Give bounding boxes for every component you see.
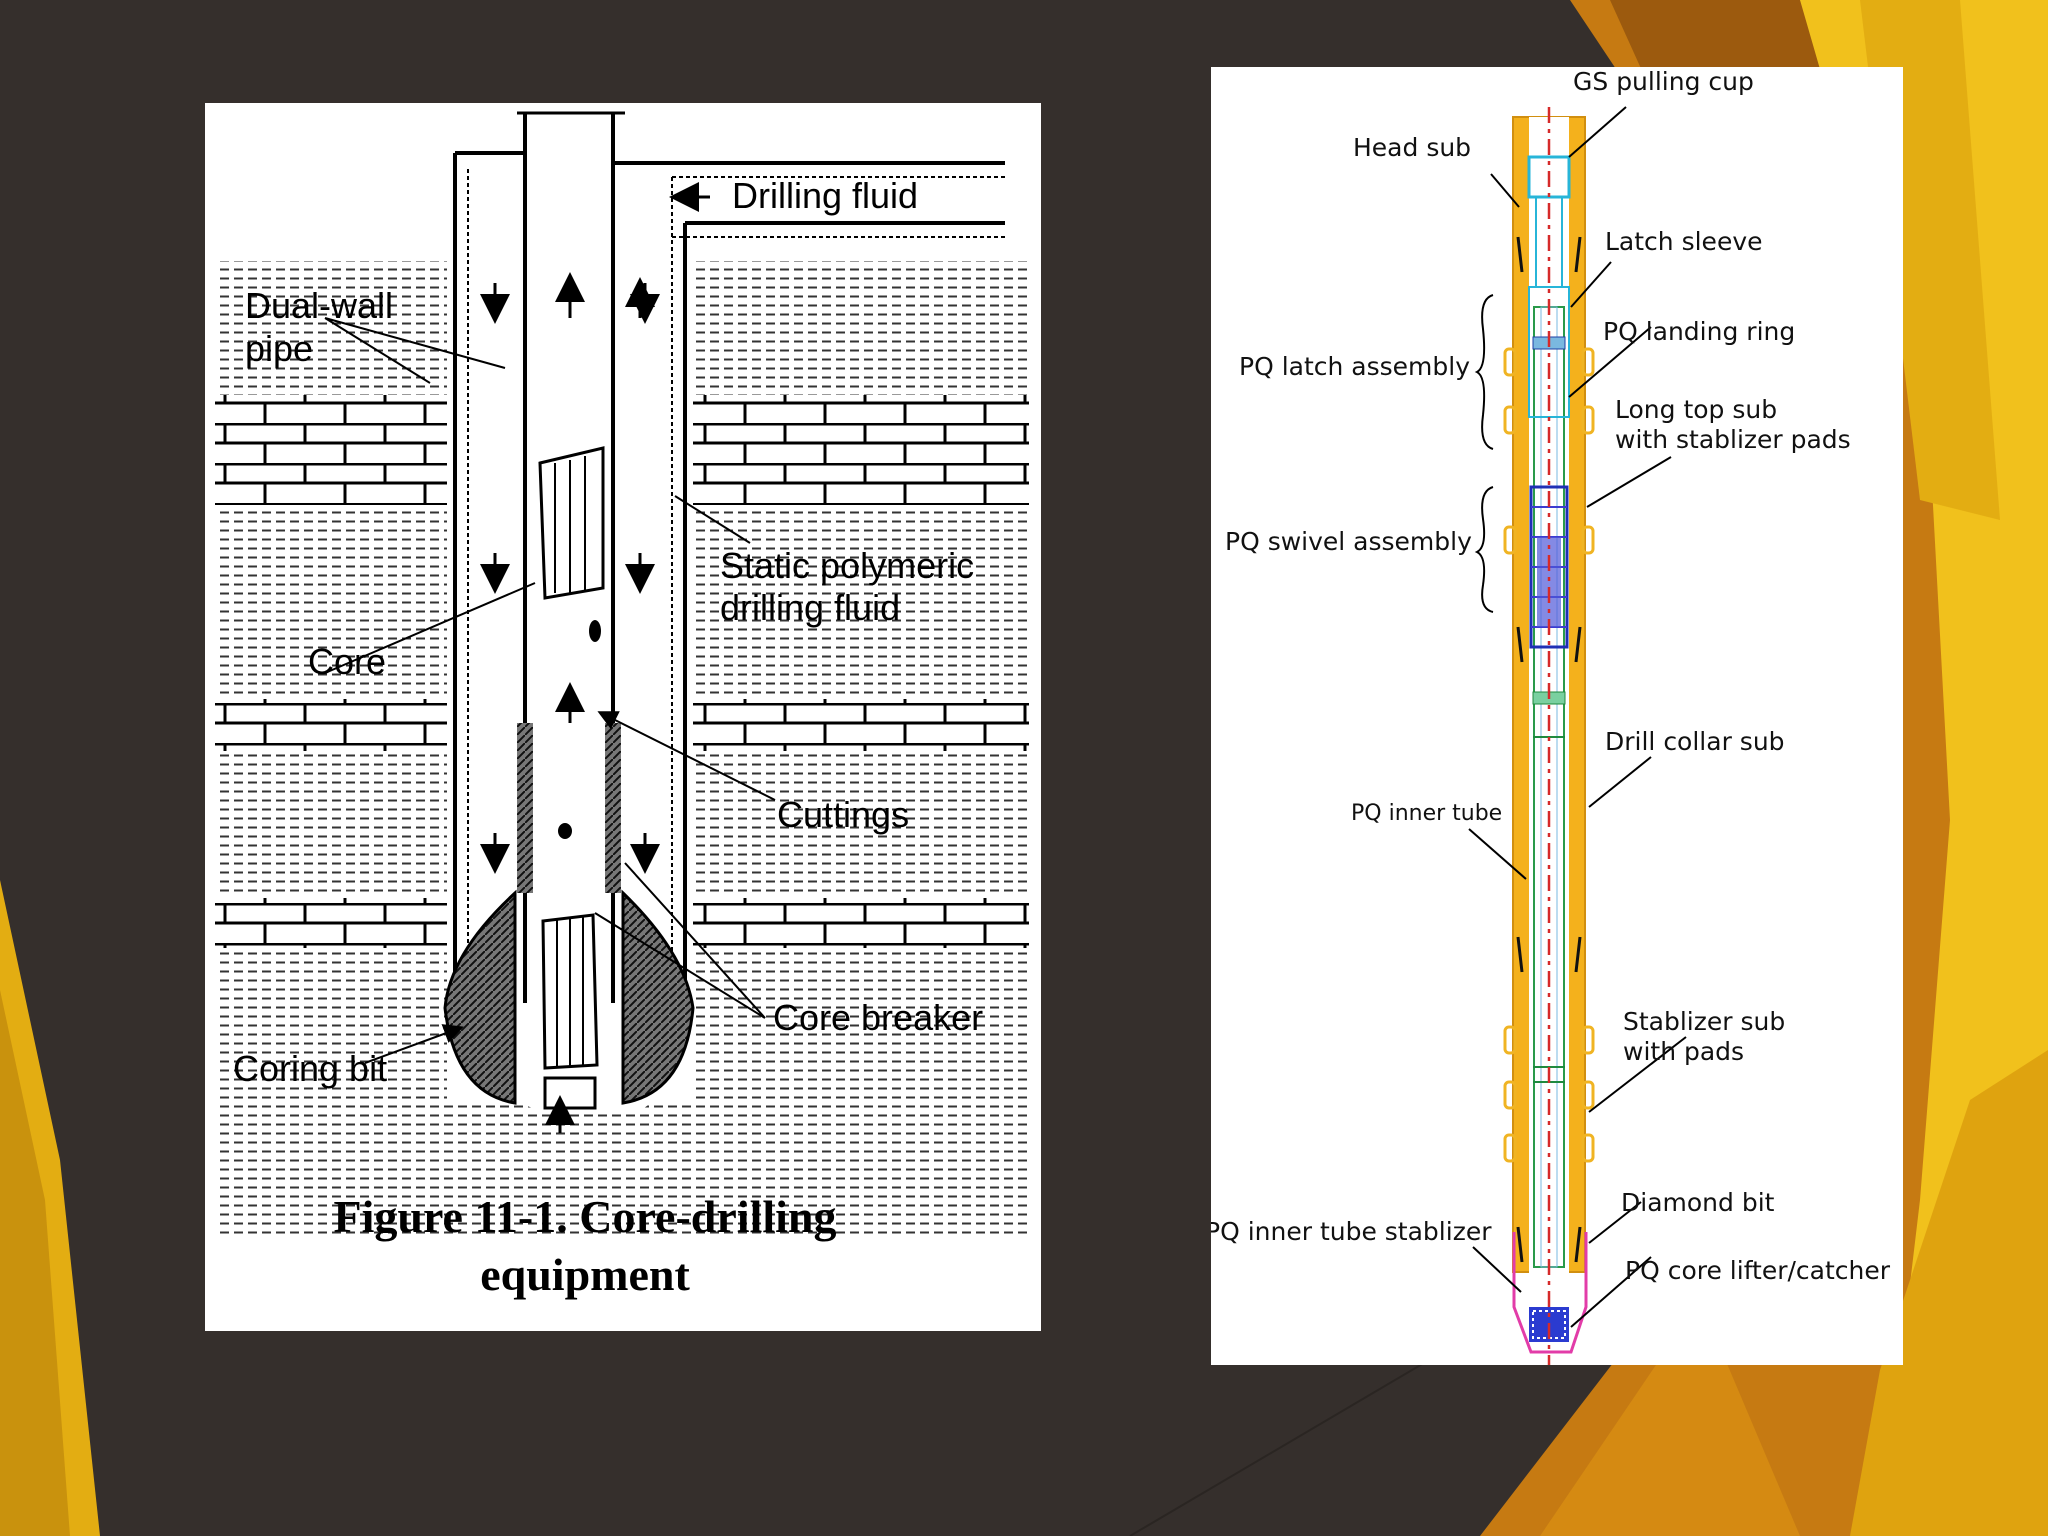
label-dual-wall-line2: pipe bbox=[245, 328, 314, 369]
label-diamond-bit: Diamond bit bbox=[1621, 1188, 1775, 1217]
caption-line-1: Figure 11-1. Core-drilling bbox=[333, 1191, 837, 1242]
label-stablizer-sub-line1: Stablizer sub bbox=[1623, 1007, 1786, 1036]
label-drill-collar-sub: Drill collar sub bbox=[1605, 727, 1785, 756]
label-long-top-sub-line1: Long top sub bbox=[1615, 395, 1778, 424]
label-pq-latch-assembly: PQ latch assembly bbox=[1239, 352, 1471, 381]
pq-core-barrel-drawing bbox=[1468, 106, 1687, 1365]
label-pq-swivel-assembly: PQ swivel assembly bbox=[1225, 527, 1472, 556]
label-head-sub: Head sub bbox=[1353, 133, 1472, 162]
label-core: Core bbox=[308, 641, 387, 682]
pq-core-barrel-figure: GS pulling cup Head sub Latch sleeve PQ … bbox=[1211, 67, 1903, 1365]
label-stablizer-sub-line2: with pads bbox=[1623, 1037, 1745, 1066]
caption-line-2: equipment bbox=[480, 1249, 690, 1300]
label-dual-wall-line1: Dual-wall bbox=[245, 285, 394, 326]
label-pq-core-lifter: PQ core lifter/catcher bbox=[1625, 1256, 1891, 1285]
label-drilling-fluid: Drilling fluid bbox=[732, 175, 919, 216]
label-long-top-sub-line2: with stablizer pads bbox=[1615, 425, 1851, 454]
label-pq-landing-ring: PQ landing ring bbox=[1603, 317, 1796, 346]
core-drilling-drawing bbox=[215, 103, 1029, 1238]
label-core-breaker: Core breaker bbox=[773, 997, 984, 1038]
label-pq-inner-tube-stablizer: PQ inner tube stablizer bbox=[1211, 1217, 1492, 1246]
label-static-polymeric-line1: Static polymeric bbox=[720, 545, 975, 586]
label-gs-pulling-cup: GS pulling cup bbox=[1573, 67, 1754, 96]
label-coring-bit: Coring bit bbox=[233, 1048, 388, 1089]
label-pq-inner-tube: PQ inner tube bbox=[1351, 801, 1503, 826]
figure-caption: Figure 11-1. Core-drilling equipment bbox=[205, 1188, 965, 1304]
label-static-polymeric-line2: drilling fluid bbox=[720, 587, 901, 628]
core-drilling-figure: Drilling fluid Dual-wall pipe Static pol… bbox=[205, 103, 1041, 1331]
label-cuttings: Cuttings bbox=[777, 794, 910, 835]
label-latch-sleeve: Latch sleeve bbox=[1605, 227, 1763, 256]
